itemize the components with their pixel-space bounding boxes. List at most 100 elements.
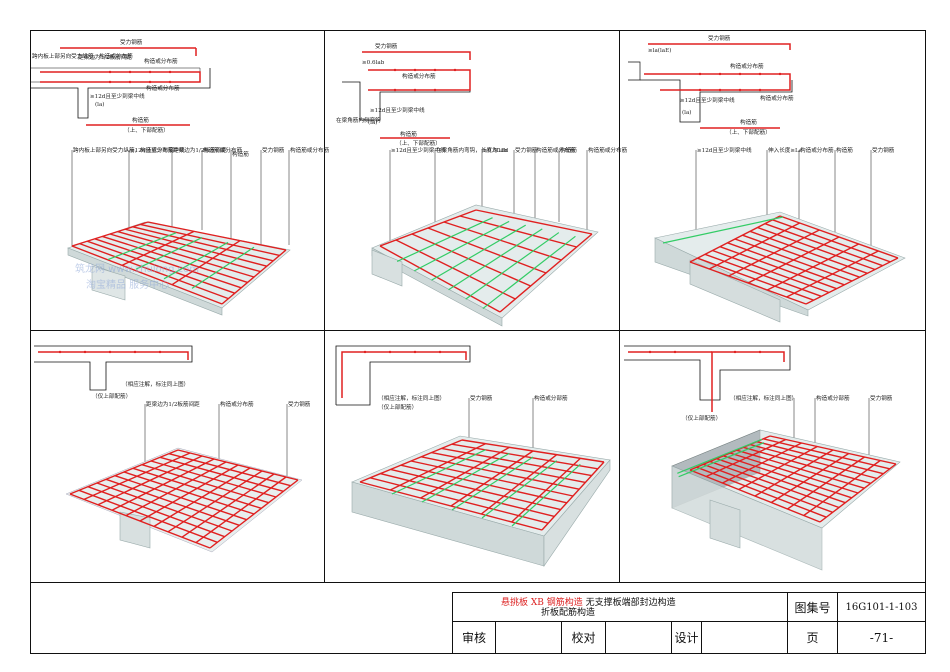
panel-2-callouts: ≥12d且至少到梁中线 在梁角筋内弯钩，长度为15d ≥0.6Lab 受力钢筋 … [389, 146, 628, 246]
p2-callout-1: 在梁角筋内弯钩，长度为15d [436, 146, 509, 154]
panel-5-section-sketch: （相应注解，标注同上图） （仅上部配筋） [335, 345, 471, 411]
watermark-line-2: 淘宝精品 服务中心 [86, 278, 169, 291]
p3-dist-line-1 [662, 216, 784, 244]
p1-label-top-3: 构造或分布筋 [144, 57, 178, 65]
p4-rebar-bar-v-3 [111, 458, 215, 511]
p2-callout-5: 构造筋 [560, 146, 577, 154]
p3-label-top-7: （上、下部配筋） [726, 128, 771, 136]
grid-divider-h1 [30, 330, 926, 331]
p1-rebar-bar-u-8 [132, 226, 274, 262]
p3-rebar-bar-v-1 [709, 222, 800, 270]
p4-callout-1: 构造或分布筋 [220, 400, 254, 408]
p5-rebar-bar-v-2 [420, 446, 510, 499]
p1-callout-2: 距梁边为1/2板筋间距 [173, 146, 227, 154]
p2-callout-2: ≥0.6Lab [483, 148, 508, 154]
p4-rebar-bar-v-0 [69, 449, 179, 495]
p3-label-top-6: 构造筋 [740, 118, 757, 126]
p2-label-top-5: 在梁角筋内侧弯钩 [336, 116, 381, 124]
panel-1-section-sketch: 跨内板上部另向受力纵筋、构造或分布筋 距梁边为1/2板筋间距 受力钢筋 构造或分… [30, 38, 211, 134]
p6-dist-line-2 [678, 442, 765, 478]
p1-rebar-bar-u-9 [140, 223, 280, 257]
p5-dist-line-2 [421, 452, 510, 503]
panel-5-folded-top: （相应注解，标注同上图） （仅上部配筋） 受力钢筋 构造或分部筋 [335, 345, 611, 567]
p3-callout-0: ≥12d且至少到梁中线 [697, 146, 752, 154]
p2-dist-line-6 [482, 235, 576, 310]
p2-rebar-bar-u-6 [475, 209, 593, 235]
title-black-part: 无支撑板端部封边构造 [585, 598, 676, 608]
panel-5-3d-slab [351, 435, 611, 567]
check-field[interactable] [606, 622, 672, 654]
review-field[interactable] [496, 622, 562, 654]
p2-rebar-bar-v-1 [499, 233, 593, 313]
design-field[interactable] [702, 622, 788, 654]
p3-rebar-bar-v-6 [805, 257, 899, 305]
p3-rebar-bar-v-0 [689, 215, 781, 263]
p1-label-top-6: (la) [95, 101, 105, 108]
p4-callout-2: 受力钢筋 [288, 400, 311, 408]
title-line-2: 折板配筋构造 [541, 608, 596, 618]
p2-label-top-7: （上、下部配筋） [396, 139, 441, 147]
p4-rebar-bar-v-1 [83, 452, 191, 501]
p2-label-top-3: ≥12d且至少到梁中线 [370, 106, 425, 114]
p6-callout-0: 构造或分部筋 [816, 394, 850, 402]
p1-callout-1: ≥12d且至少到梁中线 [130, 146, 185, 154]
p2-dist-line-3 [431, 224, 527, 281]
p4-rebar-bar-v-8 [181, 473, 275, 538]
p3-callout-3: 构造筋 [836, 146, 853, 154]
watermark-line-1: 筑龙网 www.zhulong.com [75, 262, 199, 275]
p6-rebar-bar-v-8 [819, 463, 897, 523]
p6-rebar-bar-v-7 [803, 459, 881, 517]
panel-5-callouts: 受力钢筋 构造或分部筋 [468, 394, 568, 448]
p1-rebar-bar-u-0 [71, 245, 223, 305]
p4-label-top-1: （相应注解，标注同上图） [122, 380, 189, 388]
p6-rebar-bar-v-3 [738, 445, 818, 491]
p5-label-top-1: （仅上部配筋） [378, 403, 417, 411]
p5-rebar-bar-v-3 [450, 450, 534, 507]
p2-rebar-bar-u-2 [411, 233, 531, 287]
p6-label-top-0: （相应注解，标注同上图） [730, 394, 797, 402]
p6-rebar-bar-v-5 [770, 452, 850, 504]
p6-rebar-bar-v-4 [754, 449, 834, 497]
p4-label-top-0: （仅上部配筋） [92, 392, 131, 400]
p3-rebar-bar-v-5 [786, 250, 879, 298]
p1-label-top-7: 构造筋 [132, 116, 149, 124]
panel-3-section-sketch: 受力钢筋 ≥la(laE) 构造或分布筋 构造或分布筋 ≥12d且至少到梁中线 … [628, 34, 794, 136]
p1-rebar-bar-u-3 [94, 238, 242, 289]
p4-callout-0: 距梁边为1/2板筋间距 [146, 400, 200, 408]
p2-label-top-4: (la) [368, 119, 378, 126]
p6-rebar-bar-v-6 [787, 456, 865, 510]
p2-dist-line-1 [396, 217, 493, 262]
panel-1-cantilever-slab: 跨内板上部另向受力纵筋、构造或分布筋 距梁边为1/2板筋间距 受力钢筋 构造或分… [30, 38, 330, 316]
p2-label-top-1: ≥0.6lab [362, 60, 385, 66]
p5-rebar-bar-v-6 [541, 461, 605, 531]
p3-callout-4: 受力钢筋 [872, 146, 895, 154]
p4-rebar-bar-v-2 [97, 455, 203, 506]
page-number: -71- [838, 622, 926, 654]
p4-rebar-bar-v-10 [209, 479, 299, 549]
grid-divider-v2 [619, 30, 620, 582]
p5-dist-line-3 [451, 456, 534, 511]
p2-rebar-bar-u-3 [427, 227, 547, 274]
p1-callout-5: 受力钢筋 [262, 146, 285, 154]
panel-6-3d-slab [671, 429, 901, 571]
p5-dist-line-1 [391, 449, 486, 495]
p1-rebar-bar-u-7 [125, 228, 267, 267]
p1-rebar-bar-u-10 [147, 221, 287, 251]
p5-dist-line-5 [511, 463, 581, 527]
p1-dist-line-4 [191, 246, 255, 289]
p5-dist-line-4 [481, 460, 558, 519]
p1-rebar-bar-u-2 [86, 240, 236, 294]
p3-callout-1: 伸入长度≥La [768, 146, 803, 154]
check-label: 校对 [562, 622, 606, 654]
drawing-title: 悬挑板 XB 钢筋构造 无支撑板端部封边构造 折板配筋构造 [452, 592, 788, 622]
panel-2-section-sketch: 受力钢筋 ≥0.6lab 构造或分布筋 ≥12d且至少到梁中线 (la) 在梁角… [336, 42, 471, 147]
p3-rebar-bar-v-2 [728, 229, 820, 277]
p6-callout-1: 受力钢筋 [870, 394, 893, 402]
p3-rebar-bar-v-4 [767, 243, 859, 291]
p1-label-top-8: （上、下部配筋） [124, 126, 169, 134]
p2-callout-6: 构造筋或分布筋 [588, 146, 628, 154]
panel-2-folded-edge: 受力钢筋 ≥0.6lab 构造或分布筋 ≥12d且至少到梁中线 (la) 在梁角… [336, 42, 628, 327]
p6-rebar-bar-v-2 [722, 442, 802, 484]
p2-dist-line-5 [465, 232, 560, 300]
grid-divider-h2 [30, 582, 926, 583]
